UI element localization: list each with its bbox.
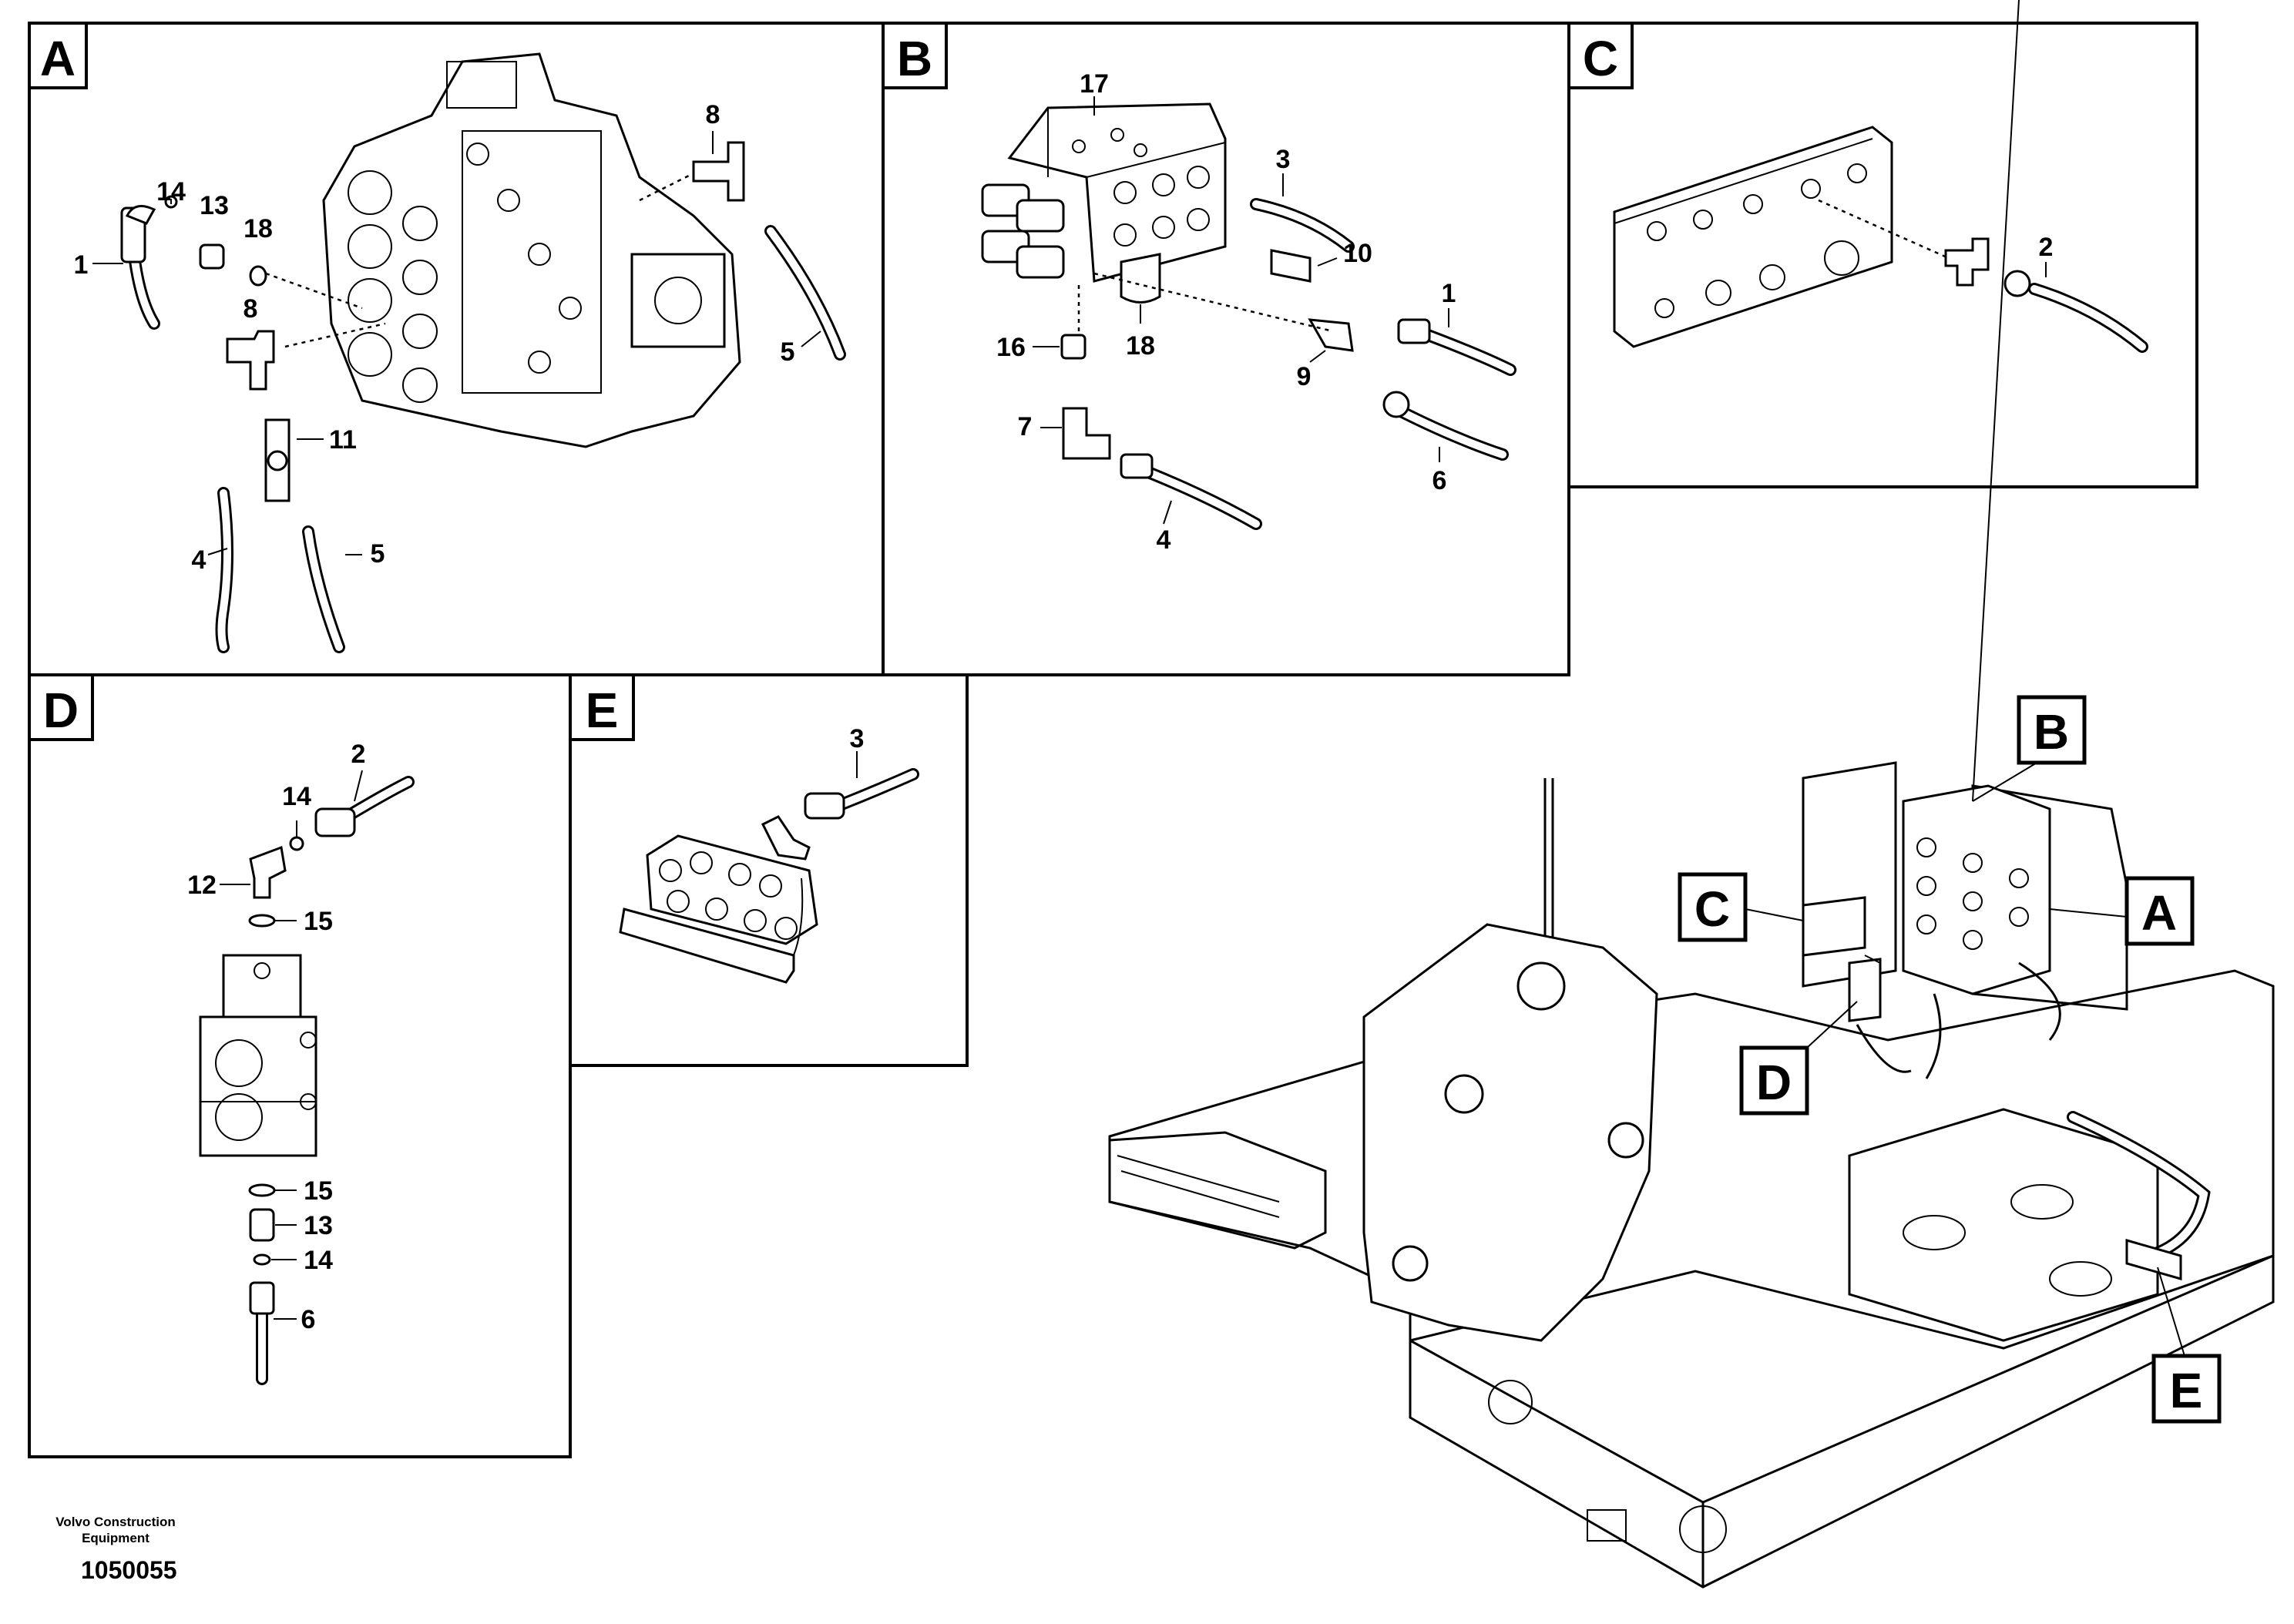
fitting-9	[1308, 318, 1354, 352]
panel-c: C 2	[1567, 22, 2198, 488]
overview-tag-a: A	[2141, 885, 2177, 941]
callout-2: 2	[2039, 233, 2054, 262]
panel-e-letter-box	[569, 673, 635, 741]
callout-3: 3	[1276, 145, 1291, 174]
panel-c-frame	[1567, 22, 2198, 488]
callout-15-lower: 15	[304, 1176, 333, 1206]
callout-9: 9	[1297, 362, 1312, 391]
machine-frame-overview: B C A D E	[1108, 0, 2275, 1589]
overview-tag-e-box	[2151, 1354, 2222, 1424]
panel-b-letter: B	[897, 31, 932, 86]
solenoid-valve-block	[981, 102, 1227, 304]
overview-block-e	[2125, 1239, 2182, 1280]
overview-tag-c-box	[1678, 872, 1748, 942]
panel-d-letter: D	[43, 683, 79, 738]
nipple-13-d	[249, 1208, 275, 1242]
panel-b: B	[882, 22, 1570, 676]
callout-13: 13	[200, 191, 229, 220]
panel-e-frame	[569, 673, 969, 1067]
company-line-1: Volvo Construction	[55, 1515, 176, 1529]
panel-c-letter-box	[1567, 22, 1634, 89]
panel-e-letter: E	[586, 683, 619, 738]
callout-3: 3	[850, 724, 865, 753]
callout-18: 18	[244, 214, 273, 243]
panel-d-letter-box	[28, 673, 94, 741]
callout-11: 11	[329, 425, 357, 455]
overview-tag-b-box	[2017, 695, 2087, 765]
panel-a: A	[28, 22, 885, 676]
o-ring-18-a	[249, 265, 267, 287]
panel-d: D 2 14 12 15 15	[28, 673, 572, 1458]
callout-10: 10	[1343, 239, 1372, 268]
callout-7: 7	[1018, 412, 1033, 441]
callout-5: 5	[781, 337, 795, 367]
control-valve-block	[322, 52, 741, 448]
overview-tag-d-box	[1739, 1045, 1809, 1116]
callout-2: 2	[351, 740, 366, 769]
callout-14-lower: 14	[304, 1246, 333, 1275]
callout-14: 14	[282, 782, 311, 811]
elbow-12	[249, 845, 287, 899]
callout-13: 13	[304, 1211, 333, 1240]
o-ring-14-d-bottom	[253, 1253, 271, 1266]
drawing-number: 1050055	[81, 1556, 177, 1584]
nipple-13-a	[199, 243, 225, 270]
callout-5-lower: 5	[371, 539, 385, 569]
callout-8: 8	[706, 100, 720, 129]
panel-a-letter: A	[40, 31, 76, 86]
callout-8-lower: 8	[244, 294, 258, 324]
callout-1: 1	[1442, 279, 1456, 308]
panel-c-letter: C	[1583, 31, 1618, 86]
footer-company: Volvo Construction Equipment	[31, 1514, 200, 1546]
overview-tag-c: C	[1694, 881, 1730, 937]
callout-12: 12	[187, 871, 217, 900]
callout-6: 6	[1432, 466, 1447, 495]
callout-1: 1	[74, 250, 89, 280]
callout-17: 17	[1080, 69, 1109, 99]
company-line-2: Equipment	[82, 1531, 149, 1545]
overview-tag-b: B	[2034, 704, 2069, 760]
overview-tag-e: E	[2170, 1363, 2203, 1418]
callout-4: 4	[192, 545, 207, 575]
o-ring-14-d-top	[289, 836, 304, 851]
callout-15: 15	[304, 907, 333, 936]
panel-b-letter-box	[882, 22, 948, 89]
elbow-7	[1062, 407, 1111, 460]
callout-16: 16	[996, 333, 1026, 362]
overview-valve-d	[1848, 958, 1882, 1022]
o-ring-15-top	[248, 914, 276, 928]
fitting-10	[1270, 249, 1312, 283]
tee-fitting-8-right	[692, 141, 745, 202]
o-ring-15-bottom	[248, 1183, 276, 1197]
distribution-block	[619, 815, 818, 984]
panel-a-letter-box	[28, 22, 88, 89]
overview-control-valve	[1902, 784, 2051, 995]
overview-tag-d: D	[1756, 1055, 1792, 1110]
overview-plate-c	[1802, 896, 1866, 957]
panel-e: E 3	[569, 673, 969, 1067]
callout-6: 6	[301, 1305, 316, 1334]
tee-fitting-8-left	[226, 330, 275, 391]
nipple-16	[1060, 334, 1087, 360]
overview-tag-a-box	[2124, 876, 2195, 946]
callout-4: 4	[1157, 525, 1171, 555]
mounting-plate	[1613, 126, 1893, 348]
callout-18: 18	[1126, 331, 1155, 361]
tee-fitting-c	[1944, 237, 1990, 287]
callout-14: 14	[156, 177, 186, 206]
check-valve-body	[199, 954, 317, 1157]
